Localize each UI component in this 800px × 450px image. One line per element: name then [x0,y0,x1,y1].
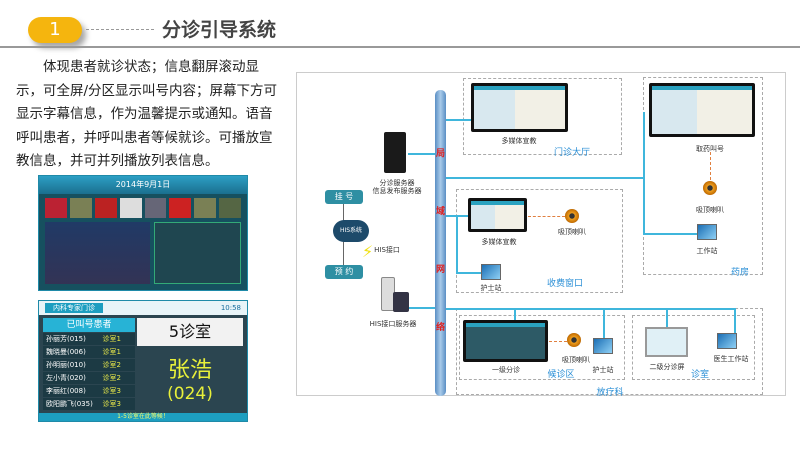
triage-server-label: 分诊服务器 [379,179,415,187]
queue-row: 孙明丽(010)诊室2 [43,359,135,371]
zone-label: 放疗科 [596,388,624,398]
lightning-icon: ⚡ [362,242,374,261]
appointment-node: 预 约 [325,265,363,279]
portrait-strip [39,194,247,222]
device-label: 多媒体宣教 [481,238,517,246]
speaker-icon [703,181,717,195]
dept-label: 内科专家门诊 [45,303,103,313]
screenshot-date: 2014年9月1日 [39,176,247,194]
publish-server-label: 信息发布服务器 [372,187,422,195]
device-label: 医生工作站 [713,355,749,363]
patient-number: (024) [167,384,213,404]
zone-waiting [459,315,625,380]
called-header: 已叫号患者 [43,318,135,332]
device-label: 护士站 [480,284,502,292]
doctor-station-icon [717,333,737,349]
bus-label: 络 [436,323,446,333]
device-label: 二级分诊屏 [649,363,685,371]
clock: 10:58 [220,304,241,312]
his-server-label: HIS接口服务器 [369,320,417,328]
secondary-triage-screen [645,327,688,357]
his-cloud-icon: HIS系统 [333,220,369,242]
device-label: 吸顶喇叭 [558,228,586,236]
device-label: 一级分诊 [492,366,520,374]
bus-label: 网 [436,265,446,275]
queue-row: 魏晓曼(006)诊室1 [43,346,135,358]
device-label: 吸顶喇叭 [696,206,724,214]
speaker-icon [567,333,581,347]
nurse-station-icon [481,264,501,280]
zone-label: 收费窗口 [546,279,584,289]
zone-label: 门诊大厅 [553,148,591,158]
section-number-badge: 1 [28,17,82,43]
device-label: 多媒体宣教 [501,137,537,145]
bus-label: 域 [436,207,446,217]
queue-row: 左小青(020)诊室2 [43,372,135,384]
info-display-screenshot: 2014年9月1日 [38,175,248,291]
workstation-icon [697,224,717,240]
ticker: 1-5诊室在此等候！ [39,413,247,421]
device-label: 工作站 [696,247,718,255]
zone-label: 药房 [730,268,750,278]
news-text-panel [154,222,241,284]
zone-clinic [632,315,755,380]
queue-row: 欧阳鹏飞(035)诊室3 [43,398,135,410]
header-divider [0,46,800,48]
his-interface-label: HIS接口 [374,246,400,254]
nurse-station-icon [593,338,613,354]
lobby-screen [471,83,568,132]
patient-name: 张浩 [167,358,212,383]
news-video [45,222,150,284]
zone-lobby [463,78,622,155]
queue-display-screenshot: 内科专家门诊 10:58 已叫号患者 孙丽芳(015)诊室1 魏晓曼(006)诊… [38,300,248,422]
primary-triage-screen [463,320,548,362]
zone-label: 候诊区 [547,370,575,380]
bus-label: 局 [436,149,446,159]
zone-label: 诊室 [690,370,710,380]
registration-node: 挂 号 [325,190,363,204]
lan-bus [435,90,446,396]
device-label: 护士站 [592,366,614,374]
device-label: 取药叫号 [696,145,724,153]
description-text: 体现患者就诊状态；信息翻屏滚动显示，可全屏/分区显示叫号内容；屏幕下方可显示字幕… [16,59,278,169]
speaker-icon [565,209,579,223]
queue-row: 李丽红(008)诊室3 [43,385,135,397]
pharmacy-screen [649,83,755,137]
page-title: 分诊引导系统 [162,19,277,41]
room-label: 5诊室 [137,318,243,346]
device-label: 吸顶喇叭 [562,356,590,364]
header-dashed-line [86,29,154,30]
triage-server-icon [384,132,406,173]
cashier-screen [468,198,527,232]
queue-row: 孙丽芳(015)诊室1 [43,333,135,345]
